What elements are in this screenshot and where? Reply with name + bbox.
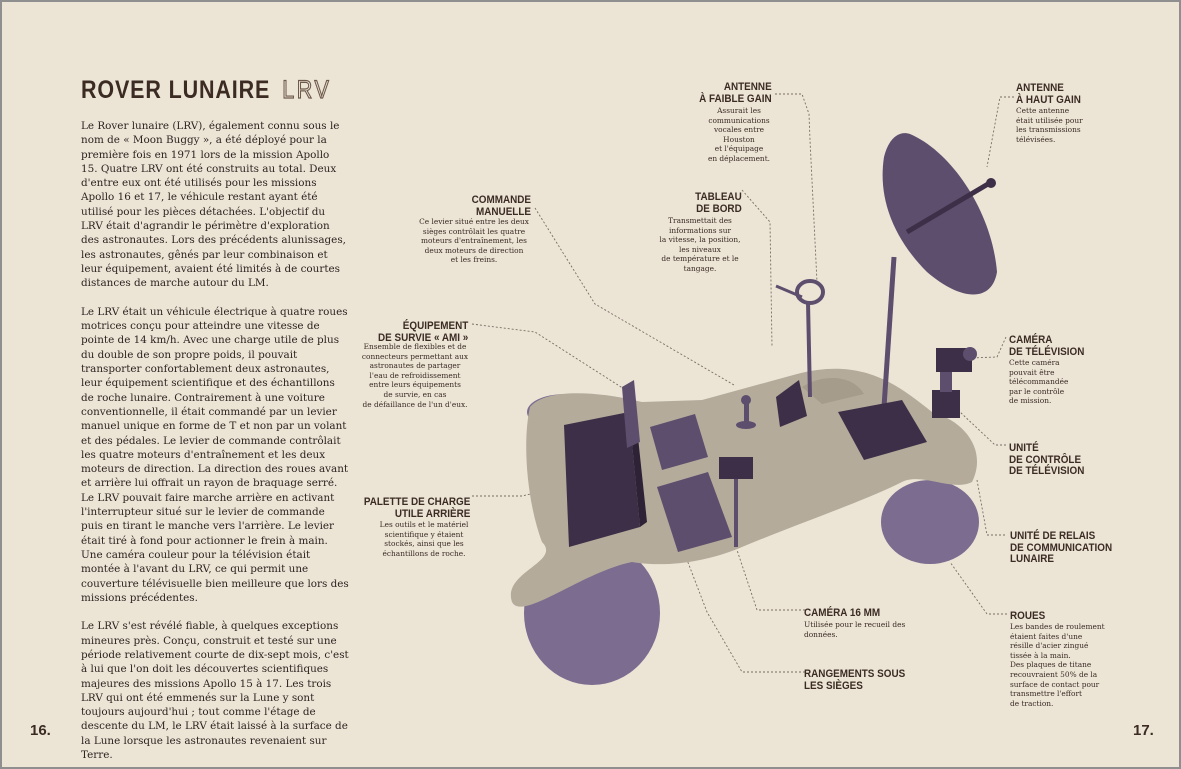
- desc-palette-charge: Les outils et le matériel scientifique y…: [379, 520, 469, 558]
- label-tableau-de-bord: TABLEAU DE BORD: [695, 191, 742, 215]
- label-roues: ROUES: [1010, 610, 1046, 622]
- desc-antenne-haut: Cette antenne était utilisée pour les tr…: [1016, 106, 1083, 144]
- paragraph: Le LRV était un véhicule électrique à qu…: [81, 305, 349, 604]
- high-gain-mast: [881, 256, 897, 408]
- paragraph: Le Rover lunaire (LRV), également connu …: [81, 120, 346, 290]
- label-equipement-survie: ÉQUIPEMENT DE SURVIE « AMI »: [377, 320, 468, 344]
- hand-controller: [744, 402, 749, 422]
- seat-back: [650, 414, 708, 470]
- relay-unit: [838, 400, 927, 460]
- label-antenne-faible: ANTENNE À FAIBLE GAIN: [699, 81, 772, 105]
- desc-commande-manuelle: Ce levier situé entre les deux sièges co…: [419, 217, 529, 265]
- label-commande-manuelle: COMMANDE MANUELLE: [471, 194, 531, 218]
- article-body: Le Rover lunaire (LRV), également connu …: [81, 119, 349, 767]
- label-camera-tv: CAMÉRA DE TÉLÉVISION: [1009, 334, 1085, 358]
- ami-panel: [622, 380, 640, 448]
- front-wheel-right: [881, 480, 979, 564]
- low-gain-mast: [806, 301, 812, 398]
- page-subtitle: LRV: [282, 75, 332, 104]
- page-number-right: 17.: [1133, 722, 1154, 739]
- desc-antenne-faible: Assurait les communications vocales entr…: [707, 106, 771, 163]
- label-camera-16mm: CAMÉRA 16 MM: [804, 607, 881, 619]
- desc-equipement-survie: Ensemble de flexibles et de connecteurs …: [361, 342, 469, 409]
- label-palette-charge: PALETTE DE CHARGE UTILE ARRIÈRE: [363, 496, 470, 520]
- tv-control-unit: [932, 390, 960, 418]
- desc-roues: Les bandes de roulement étaient faites d…: [1010, 622, 1105, 708]
- seat-front: [657, 472, 732, 552]
- leader-lines: [471, 93, 1014, 673]
- fender: [802, 377, 864, 404]
- label-unite-controle-tv: UNITÉ DE CONTRÔLE DE TÉLÉVISION: [1009, 442, 1085, 477]
- desc-tableau-de-bord: Transmettait des informations sur la vit…: [659, 216, 741, 273]
- desc-camera-tv: Cette caméra pouvait être télécommandée …: [1009, 358, 1069, 406]
- low-gain-antenna: [795, 279, 825, 305]
- desc-camera-16mm: Utilisée pour le recueil des données.: [804, 620, 906, 639]
- label-antenne-haut: ANTENNE À HAUT GAIN: [1016, 82, 1081, 106]
- camera-16mm: [719, 457, 753, 479]
- label-rangements: RANGEMENTS SOUS LES SIÈGES: [804, 668, 906, 692]
- dashboard: [776, 380, 807, 427]
- paragraph: Le LRV s'est révélé fiable, à quelques e…: [81, 620, 349, 762]
- rear-payload-pallet: [564, 412, 640, 547]
- page-number-left: 16.: [30, 722, 51, 739]
- label-unite-relais: UNITÉ DE RELAIS DE COMMUNICATION LUNAIRE: [1010, 530, 1113, 565]
